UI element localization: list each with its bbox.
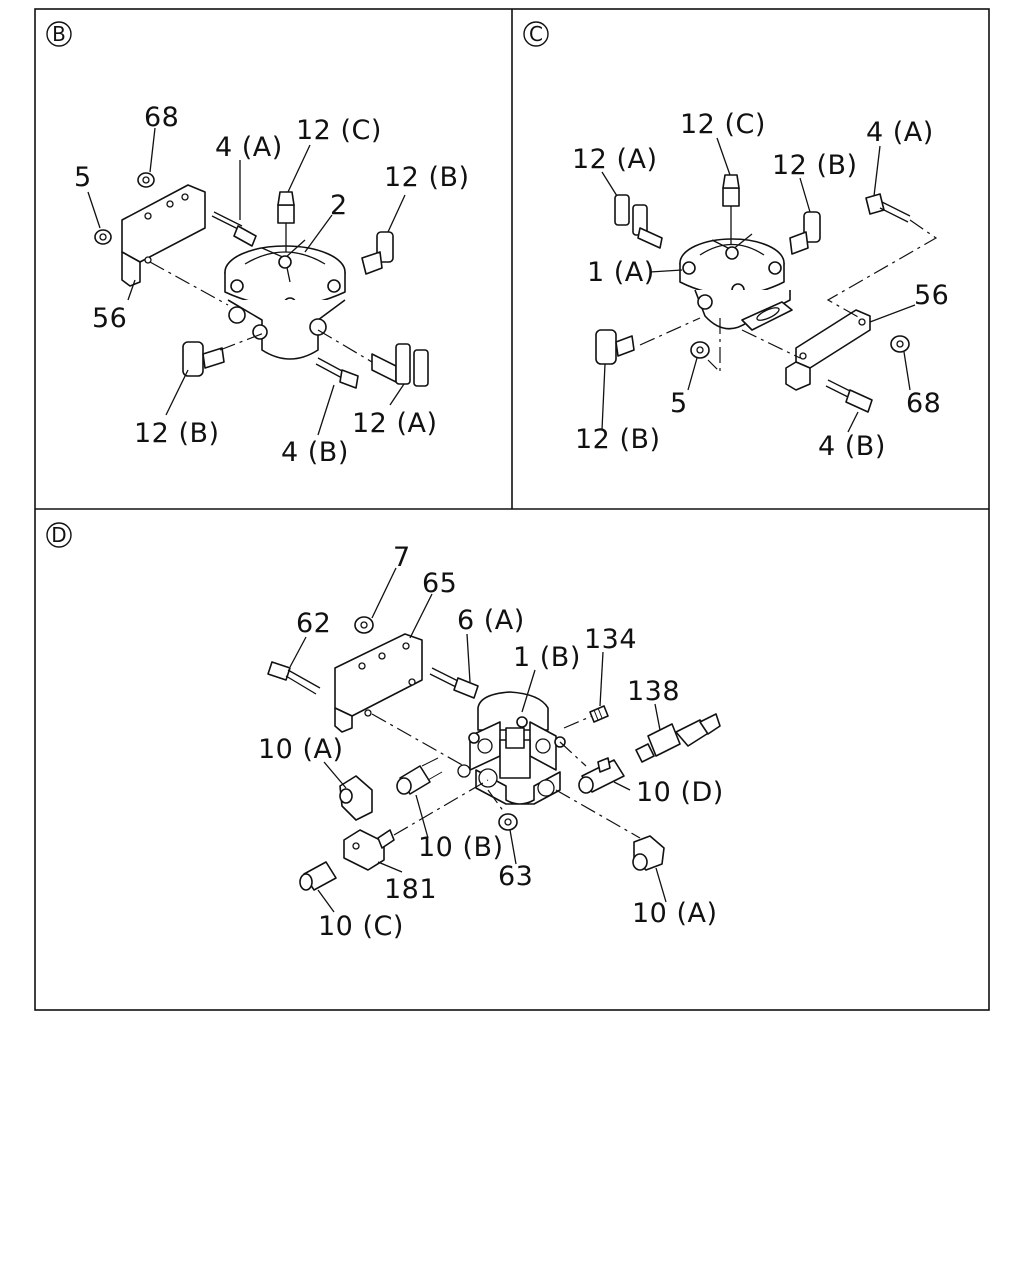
leader-lines [601,137,916,433]
dash-line [559,741,587,767]
bracket-56 [785,309,871,391]
sensor-138 [635,713,721,763]
bolt-4a [211,211,257,247]
panel-c-marker: C [523,21,549,47]
callout-65: 65 [422,568,457,599]
bolt-6a [429,667,479,699]
nut-7 [354,616,374,634]
callout-5: 5 [74,162,92,193]
callout-12a: 12 (A) [572,144,657,175]
bolt-62 [267,661,321,695]
relay-valve-2 [224,239,346,360]
dash-line [149,261,229,306]
leader-lines [289,567,667,913]
callout-1b: 1 (B) [513,642,581,673]
nut-68 [137,172,155,188]
plug-134 [589,705,609,723]
callout-10d: 10 (D) [636,777,724,808]
callout-62: 62 [296,608,331,639]
diagram-frame [34,8,990,1011]
dash-line [219,332,265,351]
callout-12b-top: 12 (B) [772,150,858,181]
fitting-12b-top [361,231,394,275]
callout-56: 56 [92,303,127,334]
dash-line [371,713,465,767]
dash-line [639,317,701,346]
callout-12a: 12 (A) [352,408,437,439]
callout-10a-bottom: 10 (A) [632,898,717,929]
callout-10b: 10 (B) [418,832,504,863]
panel-c-marker-text: C [529,22,543,46]
callout-63: 63 [498,861,533,892]
nut-63 [498,813,518,831]
fitting-10b [396,757,443,795]
callout-1a: 1 (A) [587,257,655,288]
fitting-10a-bot [632,835,665,871]
leader-lines [87,127,406,436]
bolt-4b [315,357,359,389]
bolt-4a [865,193,911,223]
callout-10a-top: 10 (A) [258,734,343,765]
dash-line [555,789,641,839]
callout-56: 56 [914,280,949,311]
fitting-10a-top [339,775,373,821]
callout-12c: 12 (C) [680,109,766,140]
callout-10c: 10 (C) [318,911,404,942]
panel-b-marker-text: B [52,22,66,46]
bracket-56 [121,184,206,287]
fitting-12c [277,191,295,252]
dash-line [741,329,801,359]
tee-181 [343,829,395,871]
callout-4a: 4 (A) [866,117,934,148]
callout-134: 134 [584,624,637,655]
callout-138: 138 [627,676,680,707]
dash-line [317,329,373,363]
callout-181: 181 [384,874,437,905]
callout-5: 5 [670,388,688,419]
fitting-10d [578,757,625,794]
relay-valve-1a [679,233,793,331]
panel-d: D [46,522,724,942]
callout-12b-bottom: 12 (B) [134,418,220,449]
fitting-10c [299,861,337,891]
callout-68: 68 [144,102,179,133]
callout-4b: 4 (B) [818,431,886,462]
callout-68: 68 [906,388,941,419]
nut-5 [690,341,710,359]
fitting-12b-bot [182,341,225,377]
panel-c: C [523,21,949,462]
fitting-12c [722,174,740,244]
dash-line [707,318,721,374]
callout-12b-top: 12 (B) [384,162,470,193]
dash-line [563,715,593,729]
bolt-4b [825,379,873,413]
callout-12b-bottom: 12 (B) [575,424,661,455]
fitting-12a [614,194,663,249]
callout-12c: 12 (C) [296,115,382,146]
panel-b: B [46,21,470,468]
callout-4a: 4 (A) [215,132,283,163]
callout-7: 7 [393,542,411,573]
nut-5 [94,229,112,245]
callout-2: 2 [330,190,348,221]
bracket-65 [334,633,423,733]
relay-valve-1b [457,691,566,805]
callout-6a: 6 (A) [457,605,525,636]
callout-4b: 4 (B) [281,437,349,468]
fitting-12a [371,343,429,387]
dash-line [487,789,505,813]
fitting-12b-bot [595,329,635,365]
panel-d-marker: D [46,522,72,548]
panel-b-marker: B [46,21,72,47]
fitting-12b-top [789,211,821,255]
dash-line [826,219,938,319]
panel-d-marker-text: D [51,523,66,547]
dash-line [393,779,489,836]
nut-68 [890,335,910,353]
